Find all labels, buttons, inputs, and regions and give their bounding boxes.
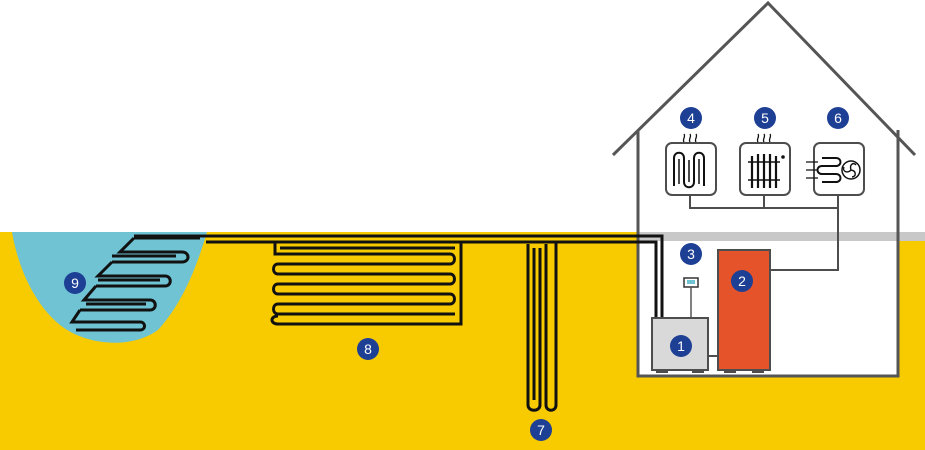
underfloor-heating-icon (665, 133, 717, 196)
storage-tank (717, 249, 771, 373)
badge-2-label: 2 (738, 273, 746, 289)
pond-collector-loop (69, 236, 200, 332)
house-outline (611, 0, 917, 378)
badge-6-label: 6 (834, 110, 842, 126)
badge-8-label: 8 (364, 341, 372, 357)
badge-7: 7 (530, 419, 552, 441)
badge-1: 1 (670, 335, 692, 357)
radiator-icon (739, 133, 791, 196)
badge-3: 3 (680, 243, 702, 265)
vertical-borehole-loop (526, 242, 558, 412)
ground-level-line (638, 232, 925, 241)
badge-3-label: 3 (687, 246, 695, 262)
badge-9: 9 (64, 272, 86, 294)
thermostat-controller (683, 277, 699, 320)
badge-1-label: 1 (677, 338, 685, 354)
badge-4-label: 4 (687, 110, 695, 126)
badge-2: 2 (731, 270, 753, 292)
horizontal-collector-loop (270, 242, 463, 326)
badge-7-label: 7 (537, 422, 545, 438)
badge-5: 5 (754, 107, 776, 129)
badge-5-label: 5 (761, 110, 769, 126)
badge-4: 4 (680, 107, 702, 129)
badge-9-label: 9 (71, 275, 79, 291)
badge-6: 6 (827, 107, 849, 129)
main-pipe (134, 234, 664, 318)
badge-8: 8 (357, 338, 379, 360)
distribution-pipe (689, 194, 839, 271)
fan-coil-icon (806, 142, 865, 196)
